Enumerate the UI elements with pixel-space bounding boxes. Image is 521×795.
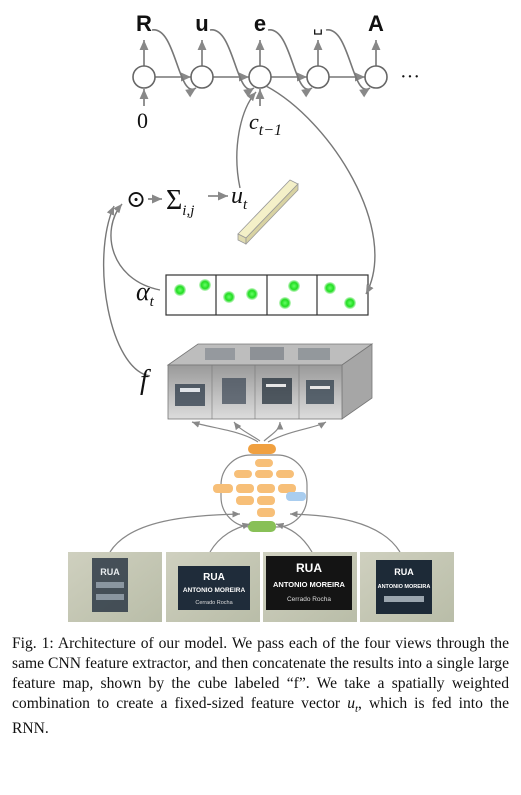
attention-blob — [199, 279, 211, 291]
context-label: ct−1 — [249, 109, 282, 139]
input-view-4: RUA ANTONIO MOREIRA — [360, 552, 454, 622]
output-char-4-space: ␣ — [313, 18, 323, 35]
feature-vector-bar — [237, 179, 299, 245]
odot-symbol: ⊙ — [126, 187, 146, 213]
caption-text-after: , which is fed into the RNN. — [12, 695, 509, 738]
rnn-cell-5 — [364, 65, 388, 89]
attention-blob — [174, 284, 186, 296]
rnn-ellipsis: ··· — [400, 66, 420, 88]
rnn-cell-1 — [132, 65, 156, 89]
svg-text:Cerrado Rocha: Cerrado Rocha — [287, 596, 331, 603]
svg-text:RUA: RUA — [203, 572, 225, 583]
attention-blob — [223, 291, 235, 303]
output-char-2: u — [195, 11, 208, 36]
svg-text:Cerrado Rocha: Cerrado Rocha — [195, 600, 233, 606]
initial-input-zero: 0 — [137, 108, 148, 133]
svg-text:ANTONIO MOREIRA: ANTONIO MOREIRA — [183, 587, 246, 594]
architecture-figure: R u e ␣ A ··· 0 ct−1 ⊙ Σi,j ut αt — [68, 11, 454, 622]
rnn-cells — [132, 65, 388, 89]
input-view-1: RUA — [68, 552, 162, 622]
rnn-cell-3 — [248, 65, 272, 89]
cnn-feature-extractor — [213, 444, 308, 532]
vector-u-label: ut — [231, 183, 248, 213]
figure-caption: Fig. 1: Architecture of our model. We pa… — [12, 634, 509, 739]
caption-math: ut — [347, 695, 359, 716]
attention-blob — [288, 280, 300, 292]
attention-maps — [165, 274, 369, 316]
svg-text:RUA: RUA — [394, 567, 414, 577]
svg-text:RUA: RUA — [296, 561, 322, 575]
input-view-3: RUA ANTONIO MOREIRA Cerrado Rocha — [263, 552, 357, 622]
svg-text:RUA: RUA — [100, 567, 120, 577]
sum-symbol: Σi,j — [166, 185, 194, 219]
rnn-cell-4 — [306, 65, 330, 89]
caption-label: Fig. 1: — [12, 635, 54, 652]
feature-cube — [166, 343, 374, 420]
alpha-label: αt — [136, 277, 155, 310]
attention-blob — [279, 297, 291, 309]
caption-text-before: Architecture of our model. We pass each … — [12, 635, 510, 712]
output-char-3: e — [254, 11, 266, 36]
feature-map-label: f — [140, 365, 151, 396]
attention-blob — [246, 288, 258, 300]
rnn-chain — [139, 29, 381, 106]
rnn-cell-2 — [190, 65, 214, 89]
output-char-1: R — [136, 11, 152, 36]
output-char-5: A — [368, 11, 384, 36]
svg-text:ANTONIO MOREIRA: ANTONIO MOREIRA — [378, 584, 431, 590]
attention-blob — [344, 297, 356, 309]
input-view-2: RUA ANTONIO MOREIRA Cerrado Rocha — [166, 552, 260, 622]
svg-text:ANTONIO MOREIRA: ANTONIO MOREIRA — [273, 580, 346, 589]
attention-blob — [324, 282, 336, 294]
